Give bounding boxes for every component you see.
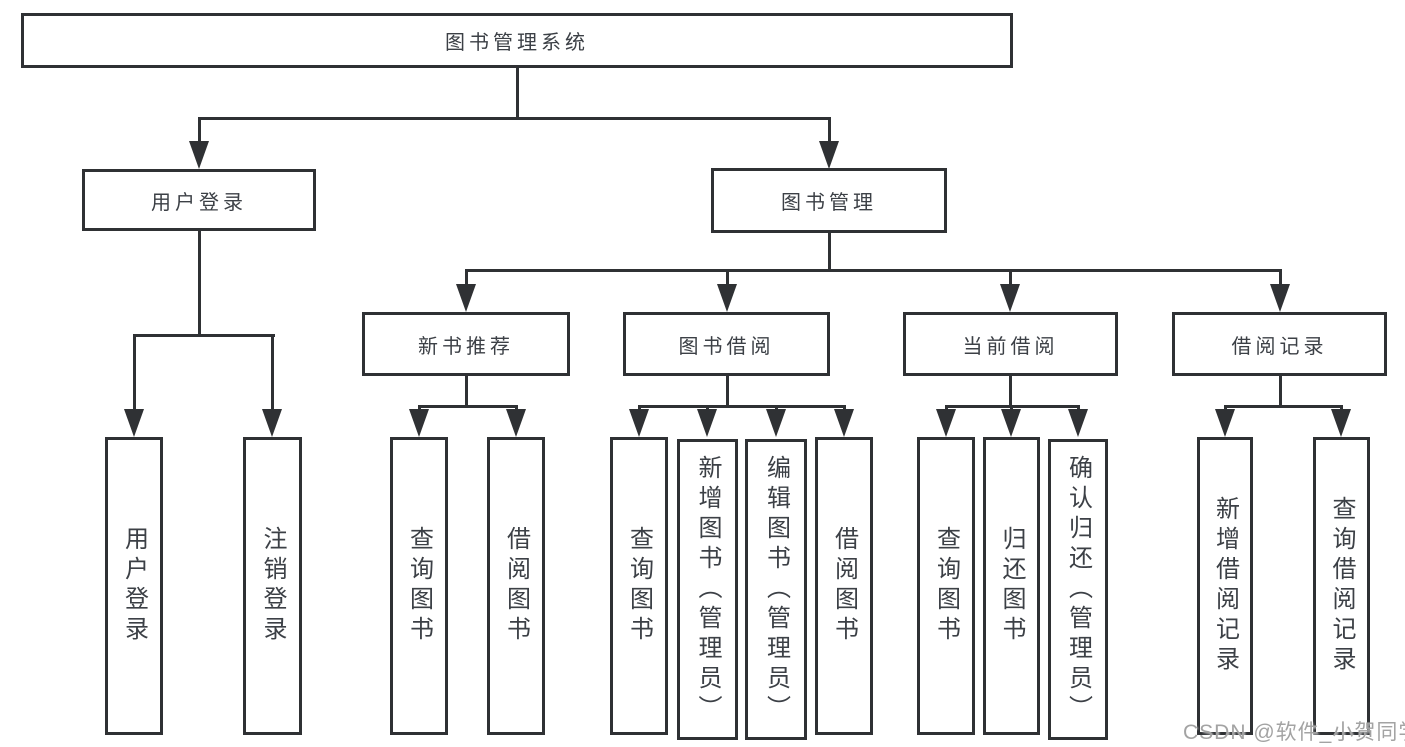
leaf-login-logout: 注销登录 [243,437,302,735]
leaf-borrow-query-books: 查询图书 [610,437,668,735]
arrowhead-down [717,284,737,312]
arrowhead-down [189,141,209,169]
leaf-records-query-record: 查询借阅记录 [1313,437,1370,735]
arrowhead-down [409,409,429,437]
arrowhead-down [124,409,144,437]
arrowhead-down [506,409,526,437]
leaf-current-query-books: 查询图书 [917,437,975,735]
arrowhead-down [936,409,956,437]
node-user-login: 用户登录 [82,169,316,231]
leaf-login-user-login: 用户登录 [105,437,163,735]
arrowhead-down [1000,284,1020,312]
arrowhead-down [766,409,786,437]
connector-vline [1279,376,1282,408]
connector-hline [133,334,275,337]
node-current-borrow: 当前借阅 [903,312,1118,376]
connector-hline [198,117,831,120]
csdn-watermark: CSDN @软件_小贺同学 [1183,721,1405,744]
connector-hline [418,405,518,408]
connector-hline [1224,405,1343,408]
connector-vline [198,231,201,337]
leaf-records-add-record: 新增借阅记录 [1197,437,1253,735]
connector-vline [465,269,468,287]
connector-vline [1009,269,1012,287]
node-borrow-records: 借阅记录 [1172,312,1387,376]
connector-vline [271,334,274,410]
connector-vline [133,334,136,410]
node-book-management: 图书管理 [711,168,947,233]
arrowhead-down [456,284,476,312]
leaf-newbook-borrow-books: 借阅图书 [487,437,545,735]
connector-vline [828,233,831,271]
connector-vline [1279,269,1282,287]
connector-hline [638,405,846,408]
leaf-newbook-query-books: 查询图书 [390,437,448,735]
connector-vline [828,117,831,149]
arrowhead-down [1068,409,1088,437]
leaf-current-return-books: 归还图书 [983,437,1040,735]
connector-vline [726,269,729,287]
leaf-borrow-add-book-admin: 新增图书（管理员） [677,439,738,740]
node-book-borrow: 图书借阅 [623,312,830,376]
arrowhead-down [697,409,717,437]
leaf-current-confirm-return-admin: 确认归还（管理员） [1048,439,1108,740]
arrowhead-down [1270,284,1290,312]
connector-hline [465,269,1281,272]
leaf-borrow-borrow-books: 借阅图书 [815,437,873,735]
leaf-borrow-edit-book-admin: 编辑图书（管理员） [745,439,807,740]
connector-vline [1009,376,1012,408]
connector-vline [465,376,468,408]
arrowhead-down [834,409,854,437]
connector-vline [516,68,519,119]
arrowhead-down [819,141,839,169]
arrowhead-down [1331,409,1351,437]
arrowhead-down [1001,409,1021,437]
node-root: 图书管理系统 [21,13,1013,68]
connector-vline [198,117,201,149]
arrowhead-down [1215,409,1235,437]
arrowhead-down [262,409,282,437]
connector-vline [726,376,729,408]
node-new-book-recommend: 新书推荐 [362,312,570,376]
arrowhead-down [629,409,649,437]
